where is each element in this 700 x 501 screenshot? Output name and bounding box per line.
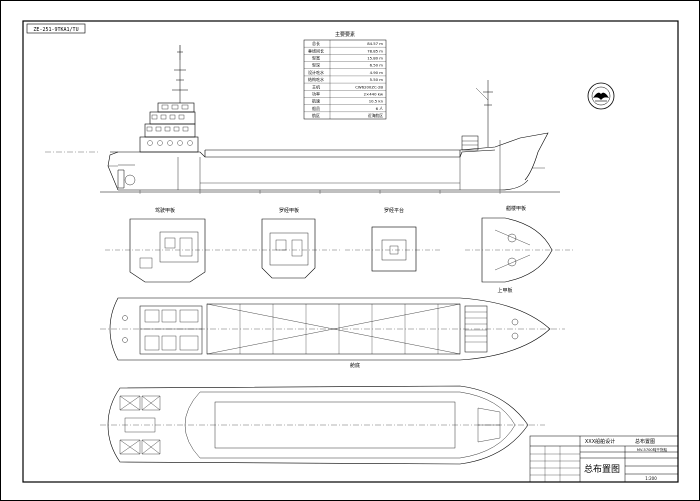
particular-label: 主机 <box>312 83 320 89</box>
vessel-name: MV-5700吨干货船 <box>637 447 668 452</box>
company-name: XXX船舶设计 <box>585 438 615 445</box>
drawing-code: ZE-251-9TKA1/TU <box>33 27 78 33</box>
particular-value: 6.50 m <box>370 63 384 68</box>
particular-label: 型宽 <box>312 55 320 61</box>
particular-value: 6 人 <box>376 106 384 111</box>
particular-value: 4.90 m <box>370 70 384 75</box>
drawing-name: 总布置图 <box>584 463 620 475</box>
particular-value: 近海航区 <box>368 113 383 118</box>
particular-value: 15.80 m <box>367 56 383 61</box>
particular-label: 功率 <box>312 90 320 96</box>
particular-value: CW6200ZC-2B <box>355 84 383 89</box>
nav-deck-label: 罗经甲板 <box>279 207 299 214</box>
upper-deck-label: 上甲板 <box>497 287 512 294</box>
hold-plan <box>100 385 545 465</box>
main-particulars-table: 主要要素 总长 84.57 m 垂线间长 78.85 m 型宽 15.80 m 型深 6.50… <box>303 31 387 120</box>
compass-deck-label: 罗经平台 <box>384 207 404 214</box>
scale: 1:200 <box>645 476 657 481</box>
compass-logo <box>587 82 615 110</box>
particular-label: 总长 <box>312 40 320 46</box>
forecastle-deck-label: 艏楼甲板 <box>506 205 526 212</box>
title-block <box>529 435 679 483</box>
particular-label: 垂线间长 <box>308 47 324 53</box>
particular-label: 设计吃水 <box>308 69 324 75</box>
particular-value: 84.57 m <box>367 41 383 46</box>
title-top: 总布置图 <box>635 438 655 445</box>
particular-value: 5.50 m <box>370 77 384 82</box>
particular-label: 航速 <box>312 98 320 104</box>
particular-label: 结构吃水 <box>308 76 324 82</box>
particulars-title: 主要要素 <box>335 31 355 38</box>
particular-label: 型深 <box>312 62 320 68</box>
bridge-deck-label: 驾驶甲板 <box>155 207 175 214</box>
particular-label: 船员 <box>312 105 320 111</box>
drawing-code-box <box>26 23 86 34</box>
hold-label: 舱底 <box>350 362 360 369</box>
profile-view <box>45 45 560 194</box>
particular-value: 10.5 kn <box>369 99 384 104</box>
inner-frame <box>22 20 679 483</box>
particular-value: 78.85 m <box>367 48 383 53</box>
deck-plans-row <box>105 217 575 283</box>
particular-value: 2×440 kw <box>364 91 383 96</box>
upper-deck-plan <box>100 297 565 361</box>
particular-label: 航区 <box>312 112 320 118</box>
